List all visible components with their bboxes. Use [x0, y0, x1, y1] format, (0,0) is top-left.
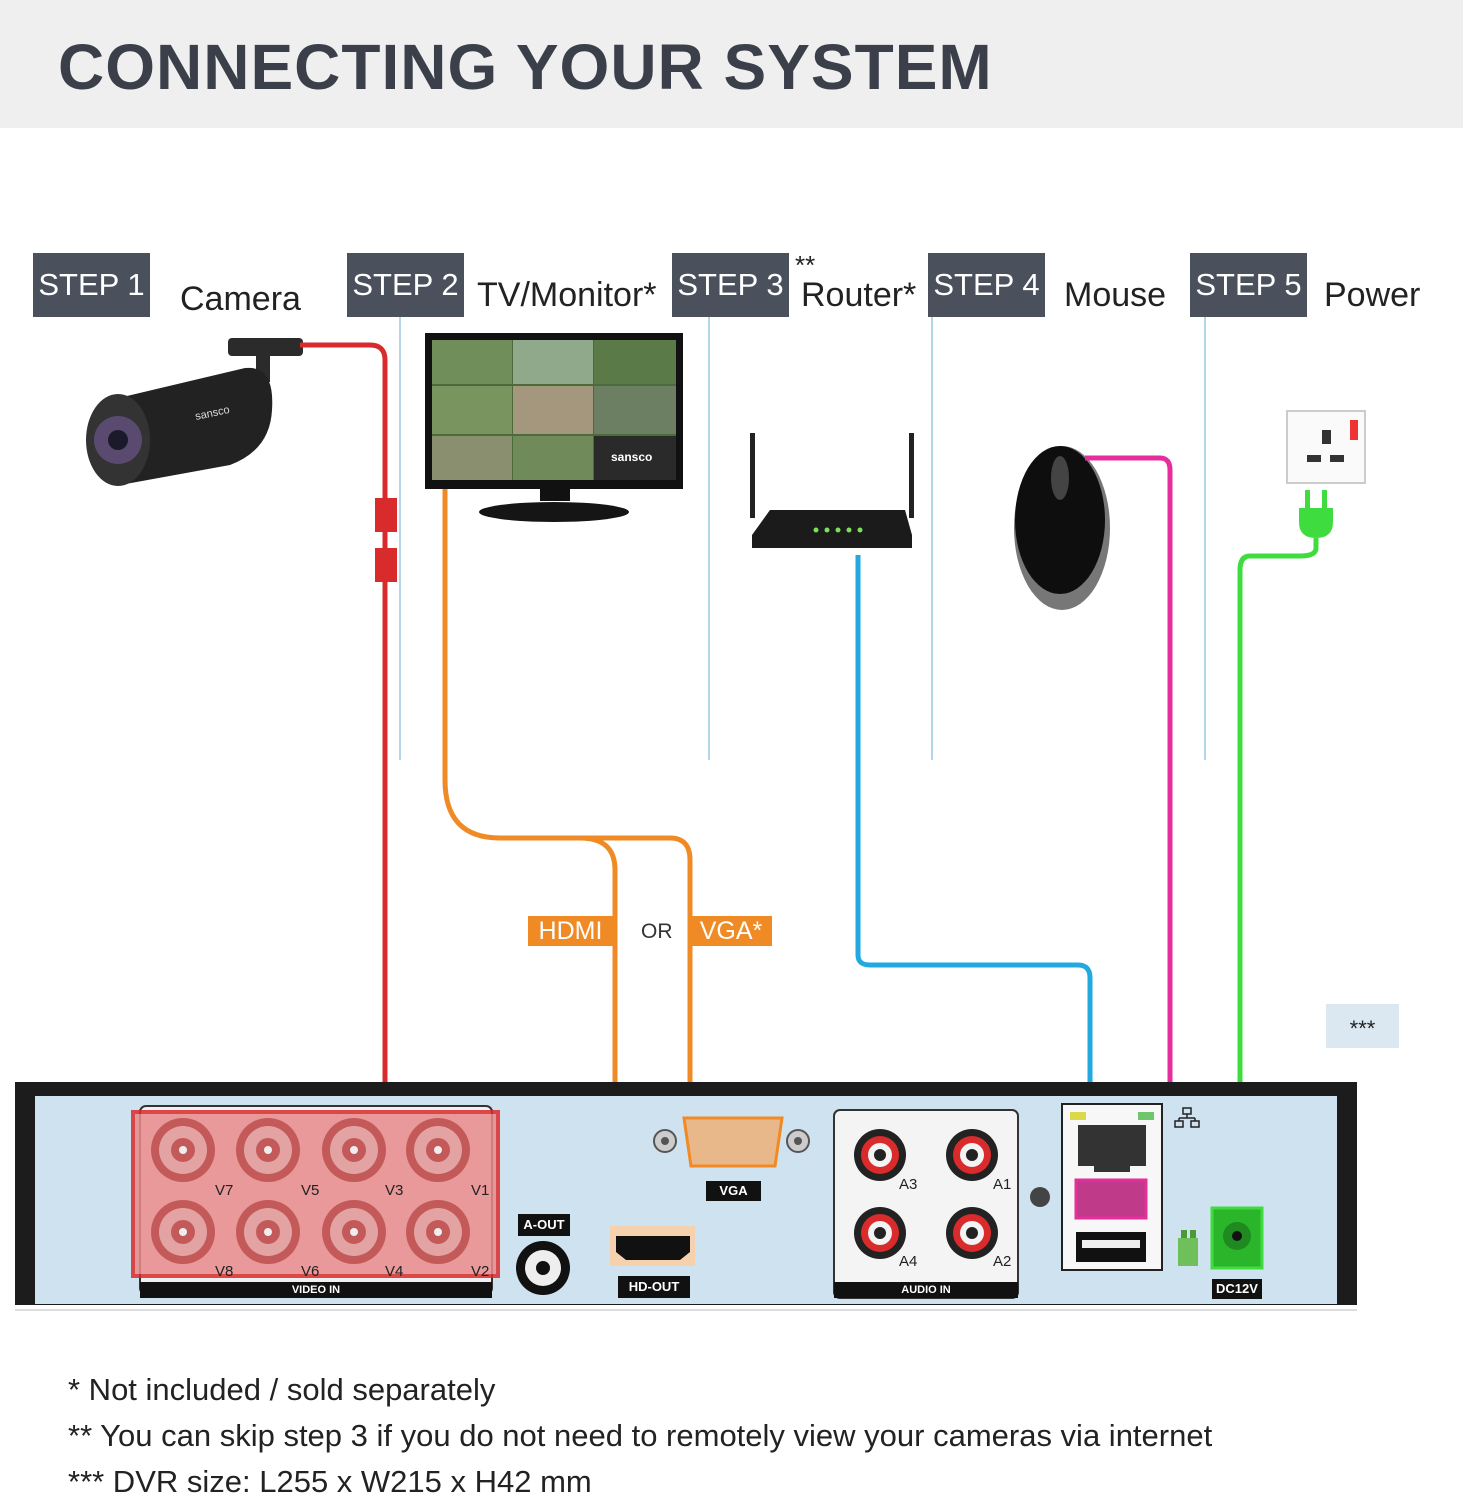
hdmi-cable — [579, 835, 618, 1225]
channel-label: V7 — [215, 1182, 234, 1199]
dc12v-port — [1210, 1206, 1264, 1270]
rca-jack-pin — [874, 1149, 886, 1161]
hd-out-label: HD-OUT — [618, 1276, 690, 1298]
power-cable — [1237, 538, 1319, 1205]
bnc-connector-pin — [350, 1228, 358, 1236]
bnc-connector-pin — [179, 1146, 187, 1154]
channel-label: V8 — [215, 1263, 234, 1280]
bnc-connector-pin — [179, 1228, 187, 1236]
step-guide-lines — [399, 317, 1206, 760]
hdmi-tag: HDMI — [528, 916, 613, 946]
rca-jack-pin — [874, 1227, 886, 1239]
rca-jack-pin — [966, 1227, 978, 1239]
a-out-jack — [516, 1241, 570, 1295]
audio-in-label: AUDIO IN — [834, 1283, 1018, 1297]
channel-label: V2 — [471, 1263, 490, 1280]
audio-channel-label: A3 — [899, 1176, 918, 1193]
camera-icon — [86, 338, 303, 486]
step-5-badge: STEP 5 — [1190, 253, 1307, 317]
audio-channel-label: A4 — [899, 1253, 918, 1270]
mouse-label: Mouse — [1064, 276, 1167, 314]
bnc-connector-pin — [434, 1146, 442, 1154]
step-2-badge: STEP 2 — [347, 253, 464, 317]
bnc-connector-pin — [264, 1146, 272, 1154]
vga-cable — [442, 489, 693, 1115]
camera-cable-connector — [375, 498, 397, 532]
monitor-icon — [425, 333, 683, 522]
page-title: CONNECTING YOUR SYSTEM — [58, 31, 993, 103]
dc12v-label: DC12V — [1212, 1279, 1262, 1299]
channel-label: V4 — [385, 1263, 404, 1280]
router-icon — [750, 433, 914, 548]
monitor-label: TV/Monitor* — [477, 276, 657, 314]
title-bar — [0, 0, 1463, 128]
audio-channel-label: A2 — [993, 1253, 1012, 1270]
vga-port-label: VGA — [706, 1181, 761, 1201]
router-label: Router* — [801, 276, 917, 314]
camera-label: Camera — [180, 280, 301, 318]
a-out-label: A-OUT — [518, 1214, 570, 1236]
hdmi-port — [610, 1226, 695, 1266]
footnote-3: *** DVR size: L255 x W215 x H42 mm — [68, 1464, 592, 1499]
ground-screw — [1030, 1187, 1050, 1207]
audio-channel-label: A1 — [993, 1176, 1012, 1193]
camera-cable-connector — [375, 548, 397, 582]
power-label: Power — [1324, 276, 1421, 314]
step-3-badge: STEP 3 — [672, 253, 789, 317]
vga-tag: VGA* — [690, 916, 772, 946]
channel-label: V5 — [301, 1182, 320, 1199]
rca-jack-pin — [966, 1149, 978, 1161]
or-label: OR — [641, 920, 673, 943]
footnote-2: ** You can skip step 3 if you do not nee… — [68, 1418, 1213, 1453]
step-1-badge: STEP 1 — [33, 253, 150, 317]
alarm-terminal — [1178, 1230, 1198, 1266]
channel-label: V6 — [301, 1263, 320, 1280]
bnc-connector-pin — [350, 1146, 358, 1154]
monitor-brand: sansco — [611, 450, 653, 464]
camera-cable — [300, 342, 388, 1110]
vga-port — [653, 1116, 810, 1168]
power-plug-icon — [1299, 490, 1333, 538]
wall-socket-icon — [1286, 410, 1366, 484]
video-in-label: VIDEO IN — [140, 1283, 492, 1297]
network-cable — [855, 555, 1093, 1093]
step-4-badge: STEP 4 — [928, 253, 1045, 317]
rca-connectors — [854, 1129, 998, 1259]
router-double-asterisk: ** — [795, 250, 816, 280]
lan-icon — [1174, 1107, 1200, 1128]
channel-label: V3 — [385, 1182, 404, 1199]
dvr-size-bubble: *** — [1326, 1004, 1399, 1048]
network-usb-panel — [1061, 1103, 1163, 1271]
bnc-connector-pin — [434, 1228, 442, 1236]
mouse-icon — [1014, 446, 1110, 610]
bnc-connectors — [151, 1118, 470, 1264]
channel-label: V1 — [471, 1182, 490, 1199]
bnc-connector-pin — [264, 1228, 272, 1236]
footnote-1: * Not included / sold separately — [68, 1372, 496, 1407]
